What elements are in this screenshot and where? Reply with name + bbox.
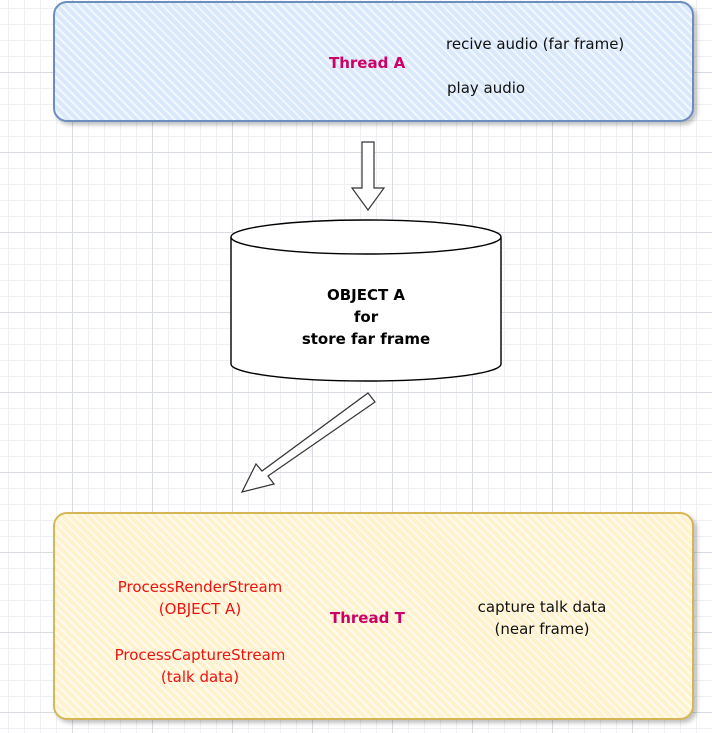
capture-note-line-2: (near frame): [494, 620, 590, 638]
capture-stream-name: ProcessCaptureStream: [114, 646, 286, 664]
render-stream-call: ProcessRenderStream (OBJECT A): [118, 576, 283, 620]
object-a-line-1: OBJECT A: [326, 286, 406, 304]
object-a-line-2: for: [353, 308, 379, 326]
thread-t-capture-note: capture talk data (near frame): [478, 596, 607, 640]
arrow-diagonal-icon: [240, 392, 376, 493]
object-a-cylinder[interactable]: [230, 219, 502, 382]
capture-stream-arg: (talk data): [160, 668, 240, 686]
thread-a-action-receive: recive audio (far frame): [446, 35, 625, 53]
thread-a-box[interactable]: [53, 1, 694, 122]
thread-a-title: Thread A: [329, 54, 406, 72]
capture-note-line-1: capture talk data: [477, 598, 607, 616]
thread-a-action-play: play audio: [447, 79, 526, 97]
render-stream-arg: (OBJECT A): [158, 600, 242, 618]
capture-stream-call: ProcessCaptureStream (talk data): [115, 644, 286, 688]
thread-t-title: Thread T: [330, 609, 405, 627]
thread-t-box[interactable]: [53, 512, 694, 720]
arrow-down-icon: [350, 141, 386, 212]
render-stream-name: ProcessRenderStream: [117, 578, 283, 596]
object-a-line-3: store far frame: [301, 330, 431, 348]
object-a-label: OBJECT A for store far frame: [302, 284, 430, 350]
